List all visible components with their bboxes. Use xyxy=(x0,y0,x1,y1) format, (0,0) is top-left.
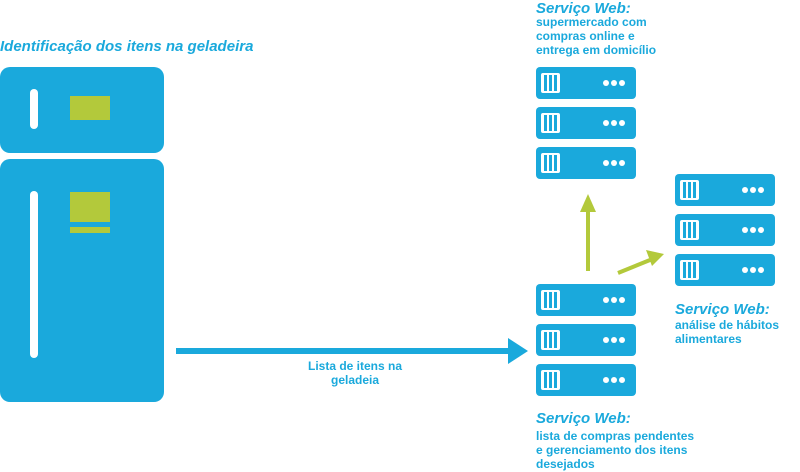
fridge-screen-top xyxy=(70,96,110,120)
fridge-screen-bottom xyxy=(70,192,110,222)
service-shopping-list-description: lista de compras pendentes e gerenciamen… xyxy=(536,429,695,471)
service-habits-title: Serviço Web: xyxy=(675,301,770,318)
up-arrow xyxy=(580,194,596,271)
client-title-line1: Identificação dos itens na geladeira xyxy=(0,38,254,55)
main-arrow xyxy=(176,338,528,364)
server-stack-shopping-list-icon xyxy=(536,284,636,396)
service-supermarket-title: Serviço Web: xyxy=(536,0,631,17)
server-stack-supermarket-icon xyxy=(536,67,636,179)
server-stack-habits-icon xyxy=(675,174,775,286)
refrigerator-icon xyxy=(0,67,164,402)
fridge-screen-bar xyxy=(70,227,110,233)
service-habits-description: análise de hábitos alimentares xyxy=(675,318,780,346)
diagonal-arrow xyxy=(617,250,664,275)
service-shopping-list-title: Serviço Web: xyxy=(536,410,631,427)
service-supermarket-description: supermercado com compras online e entreg… xyxy=(536,15,657,57)
arrow-label: Lista de itens na geladeia xyxy=(307,359,403,387)
